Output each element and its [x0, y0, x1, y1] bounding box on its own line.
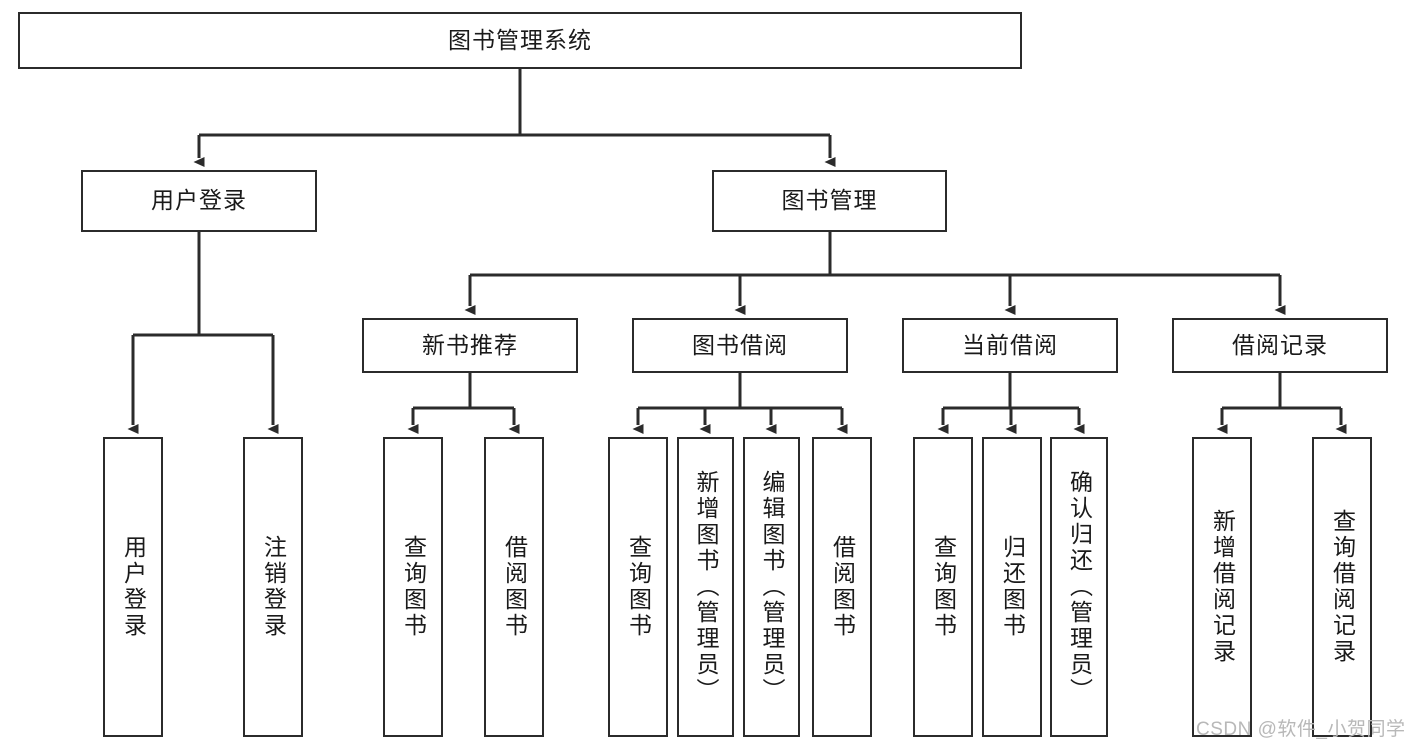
leaf-query-book-3[interactable]: 查询图书	[913, 437, 973, 737]
node-current-borrow[interactable]: 当前借阅	[902, 318, 1118, 373]
leaf-query-book-3-label: 查询图书	[930, 535, 957, 639]
node-current-borrow-label: 当前借阅	[962, 331, 1058, 358]
node-root[interactable]: 图书管理系统	[18, 12, 1022, 69]
leaf-borrow-book-2-label: 借阅图书	[829, 535, 856, 639]
edges-borrowrecord-to-leaves	[1216, 373, 1347, 434]
node-book-borrow-label: 图书借阅	[692, 331, 788, 358]
leaf-confirm-return[interactable]: 确认归还（管理员）	[1050, 437, 1108, 737]
leaf-query-record-label: 查询借阅记录	[1329, 509, 1356, 665]
edges-userlogin-to-leaves	[127, 232, 279, 434]
leaf-edit-book-label: 编辑图书（管理员）	[759, 470, 785, 704]
node-user-login-label: 用户登录	[151, 187, 247, 214]
node-new-book-recommend-label: 新书推荐	[422, 331, 518, 358]
csdn-watermark: CSDN @软件_小贺同学	[1196, 719, 1405, 740]
edges-bookborrow-to-leaves	[632, 373, 848, 434]
leaf-logout[interactable]: 注销登录	[243, 437, 303, 737]
leaf-add-record[interactable]: 新增借阅记录	[1192, 437, 1252, 737]
node-book-borrow[interactable]: 图书借阅	[632, 318, 848, 373]
leaf-query-book-2[interactable]: 查询图书	[608, 437, 668, 737]
node-root-label: 图书管理系统	[448, 26, 592, 53]
leaf-edit-book[interactable]: 编辑图书（管理员）	[743, 437, 800, 737]
leaf-query-book-1[interactable]: 查询图书	[383, 437, 443, 737]
leaf-add-book[interactable]: 新增图书（管理员）	[677, 437, 734, 737]
edges-root-to-level2	[193, 69, 836, 167]
node-book-manage-label: 图书管理	[781, 187, 878, 214]
leaf-query-book-2-label: 查询图书	[625, 535, 652, 639]
leaf-confirm-return-label: 确认归还（管理员）	[1066, 470, 1093, 704]
leaf-return-book[interactable]: 归还图书	[982, 437, 1042, 737]
leaf-borrow-book-1[interactable]: 借阅图书	[484, 437, 544, 737]
node-user-login[interactable]: 用户登录	[81, 170, 317, 232]
edges-newbook-to-leaves	[407, 373, 520, 434]
leaf-query-record[interactable]: 查询借阅记录	[1312, 437, 1372, 737]
leaf-query-book-1-label: 查询图书	[400, 535, 427, 639]
leaf-user-login[interactable]: 用户登录	[103, 437, 163, 737]
node-borrow-record[interactable]: 借阅记录	[1172, 318, 1388, 373]
leaf-return-book-label: 归还图书	[999, 535, 1026, 639]
edges-currentborrow-to-leaves	[937, 373, 1085, 434]
leaf-borrow-book-1-label: 借阅图书	[501, 535, 528, 639]
node-new-book-recommend[interactable]: 新书推荐	[362, 318, 578, 373]
leaf-add-book-label: 新增图书（管理员）	[693, 470, 719, 704]
node-book-manage[interactable]: 图书管理	[712, 170, 947, 232]
leaf-logout-label: 注销登录	[260, 535, 287, 639]
leaf-add-record-label: 新增借阅记录	[1209, 509, 1236, 665]
edges-bookmanage-to-level3	[464, 232, 1286, 315]
leaf-user-login-label: 用户登录	[120, 535, 147, 639]
leaf-borrow-book-2[interactable]: 借阅图书	[812, 437, 872, 737]
node-borrow-record-label: 借阅记录	[1232, 331, 1328, 358]
